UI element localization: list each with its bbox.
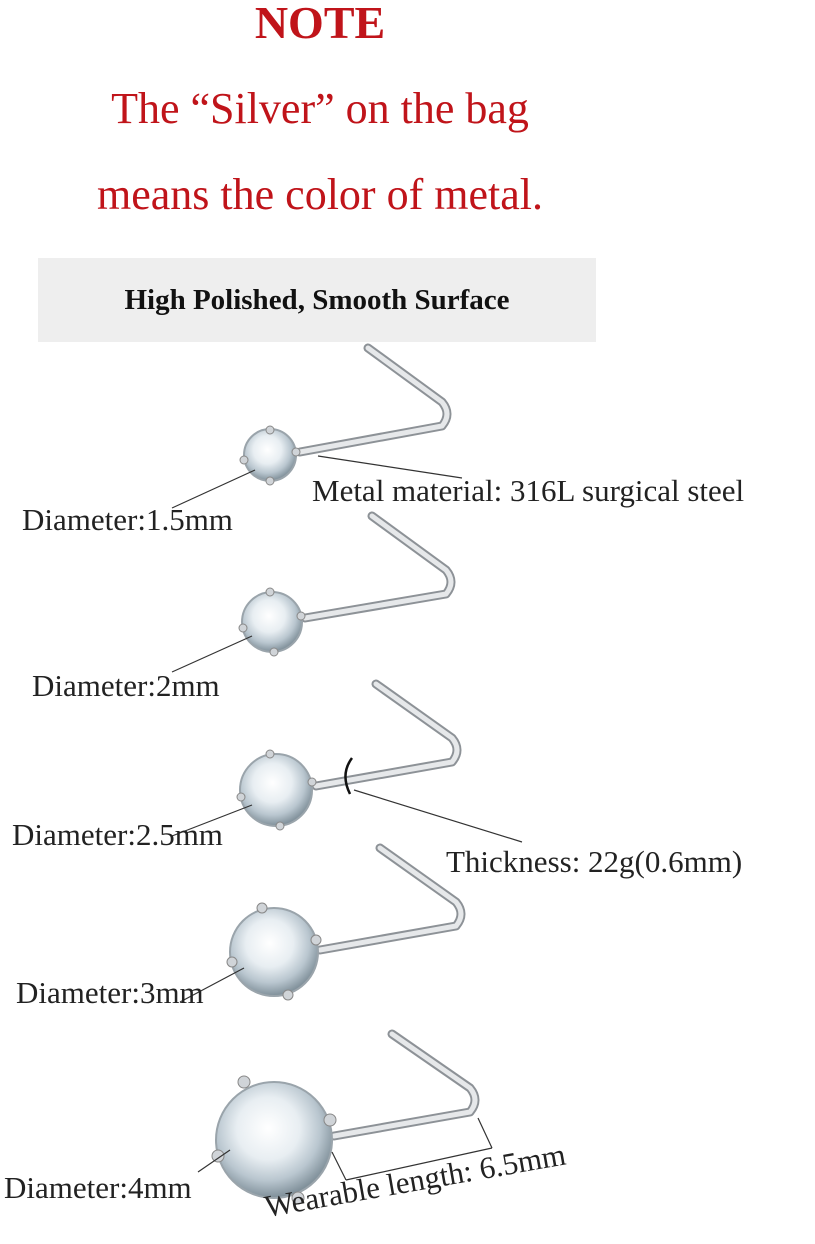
- label-diameter-3mm: Diameter:3mm: [16, 975, 204, 1010]
- note-title: NOTE: [254, 0, 386, 48]
- leader-lines: [171, 455, 523, 1181]
- nose-stud-4mm: [211, 1029, 480, 1205]
- nose-stud-2-5mm: [236, 679, 462, 831]
- note-line-1: The “Silver” on the bag: [111, 84, 529, 133]
- label-metal-material: Metal material: 316L surgical steel: [312, 473, 745, 508]
- label-thickness: Thickness: 22g(0.6mm): [446, 844, 743, 879]
- note-line-2: means the color of metal.: [97, 170, 543, 219]
- label-diameter-2mm: Diameter:2mm: [32, 668, 220, 703]
- label-diameter-1-5mm: Diameter:1.5mm: [22, 502, 233, 537]
- label-diameter-4mm: Diameter:4mm: [4, 1170, 192, 1205]
- nose-stud-3mm: [226, 843, 466, 1001]
- banner-text: High Polished, Smooth Surface: [124, 283, 510, 316]
- feature-banner: High Polished, Smooth Surface: [38, 258, 596, 342]
- label-diameter-2-5mm: Diameter:2.5mm: [12, 817, 223, 852]
- nose-stud-1-5mm: [239, 343, 452, 486]
- nose-stud-2mm: [238, 511, 456, 657]
